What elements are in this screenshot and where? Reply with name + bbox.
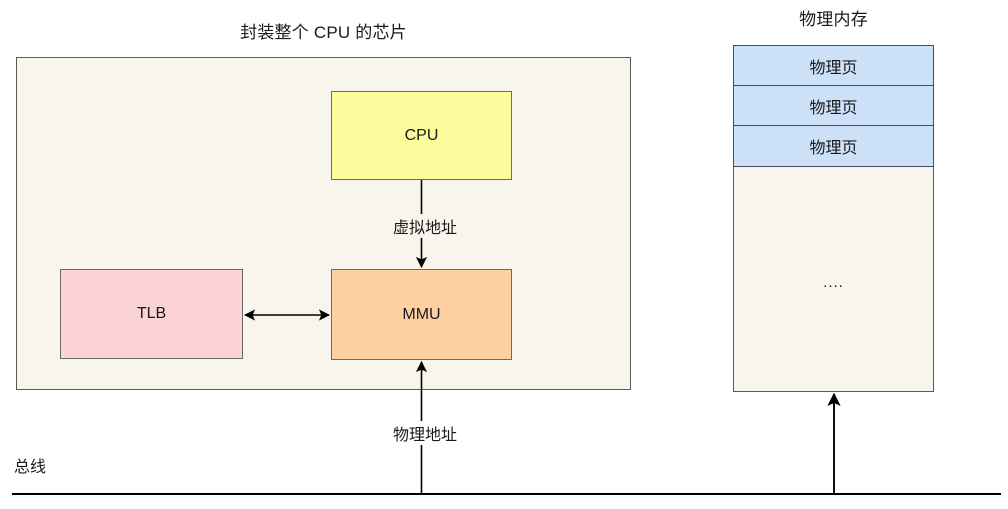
cpu-box-label: CPU bbox=[404, 126, 439, 144]
chip-title: 封装整个 CPU 的芯片 bbox=[240, 23, 407, 42]
memory-page-row-2[interactable]: 物理页 bbox=[733, 85, 934, 126]
memory-page-label: 物理页 bbox=[809, 99, 858, 117]
memory-page-label: 物理页 bbox=[809, 140, 858, 157]
memory-page-label: 物理页 bbox=[809, 59, 858, 77]
tlb-box-label: TLB bbox=[136, 305, 167, 322]
bus-label: 总线 bbox=[14, 459, 47, 476]
mmu-box[interactable]: MMU bbox=[331, 269, 512, 360]
memory-page-row-3[interactable]: 物理页 bbox=[733, 125, 934, 167]
memory-title: 物理内存 bbox=[799, 10, 868, 29]
cpu-box[interactable]: CPU bbox=[331, 91, 512, 180]
tlb-box[interactable]: TLB bbox=[60, 269, 243, 359]
mmu-box-label: MMU bbox=[402, 305, 441, 323]
memory-page-row-1[interactable]: 物理页 bbox=[733, 45, 934, 86]
memory-free-dots: .... bbox=[823, 274, 844, 291]
edge-label-physical-address: 物理地址 bbox=[362, 421, 488, 445]
edge-label-virtual-address: 虚拟地址 bbox=[362, 214, 488, 238]
